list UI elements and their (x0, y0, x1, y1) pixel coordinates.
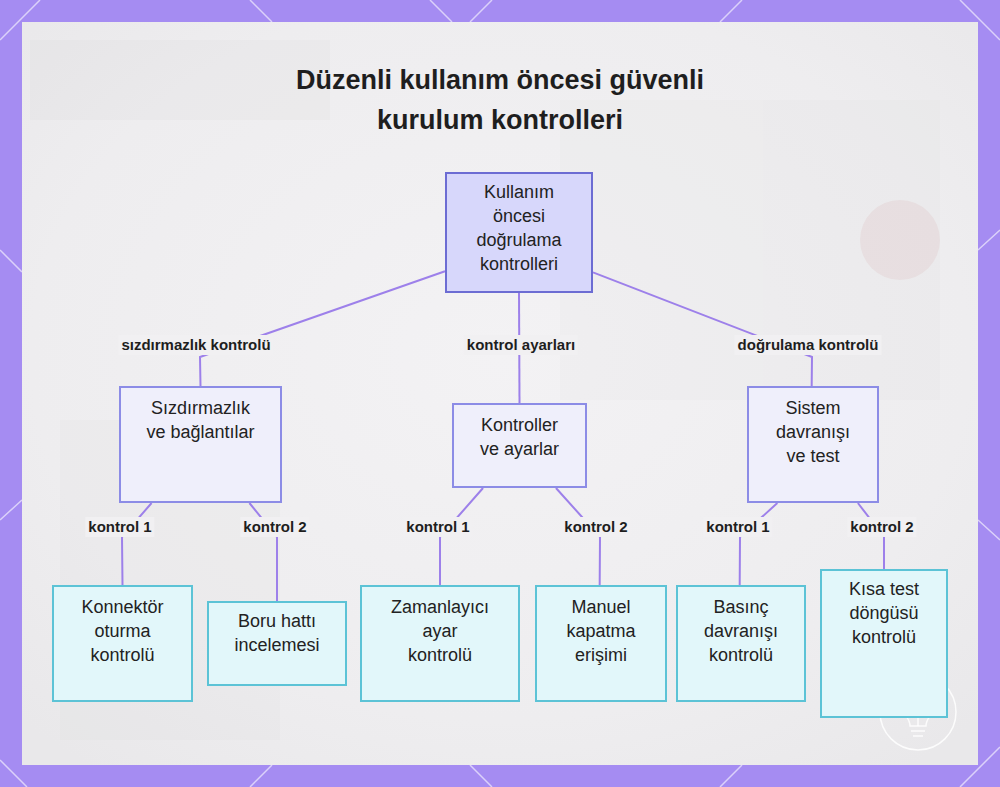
check-box: Manuel kapatma erişimi (535, 585, 667, 702)
node-text: Sistem davranışı ve test (769, 396, 857, 468)
edge-label: kontrol 1 (85, 517, 154, 537)
connector-line (740, 503, 778, 585)
check-box: Konnektör oturma kontrolü (52, 585, 193, 702)
edge-label: kontrol 1 (703, 517, 772, 537)
check-box: Kısa test döngüsü kontrolü (820, 569, 948, 718)
node-text: Kontroller ve ayarlar (472, 413, 567, 461)
connector-line (593, 272, 812, 386)
node-text: Konnektör oturma kontrolü (72, 595, 173, 667)
check-box: Boru hattı incelemesi (207, 601, 347, 686)
connector-line (122, 503, 152, 585)
connector-line (200, 271, 445, 386)
node-text: Kısa test döngüsü kontrolü (841, 577, 927, 649)
blurred-photo (30, 40, 940, 740)
category-box: Sistem davranışı ve test (747, 386, 879, 503)
root-box: Kullanım öncesi doğrulama kontrolleri (445, 172, 593, 293)
node-text: Sızdırmazlık ve bağlantılar (145, 396, 256, 444)
edge-label: kontrol 2 (561, 517, 630, 537)
diagram-title: Düzenli kullanım öncesi güvenli kurulum … (240, 60, 760, 140)
edge-label: sızdırmazlık kontrolü (118, 335, 273, 355)
node-text: Boru hattı incelemesi (225, 609, 329, 657)
category-box: Sızdırmazlık ve bağlantılar (119, 386, 282, 503)
node-text: Kullanım öncesi doğrulama kontrolleri (470, 180, 568, 276)
check-box: Zamanlayıcı ayar kontrolü (360, 585, 520, 702)
edge-label: kontrol 2 (240, 517, 309, 537)
canvas-background (22, 22, 978, 765)
node-text: Manuel kapatma erişimi (557, 595, 645, 667)
check-box: Basınç davranışı kontrolü (676, 585, 806, 702)
category-box: Kontroller ve ayarlar (452, 403, 587, 488)
edge-label: doğrulama kontrolü (735, 335, 882, 355)
edge-label: kontrol 2 (847, 517, 916, 537)
edge-label: kontrol ayarları (464, 335, 578, 355)
node-text: Zamanlayıcı ayar kontrolü (391, 595, 489, 667)
node-text: Basınç davranışı kontrolü (698, 595, 784, 667)
edge-label: kontrol 1 (403, 517, 472, 537)
